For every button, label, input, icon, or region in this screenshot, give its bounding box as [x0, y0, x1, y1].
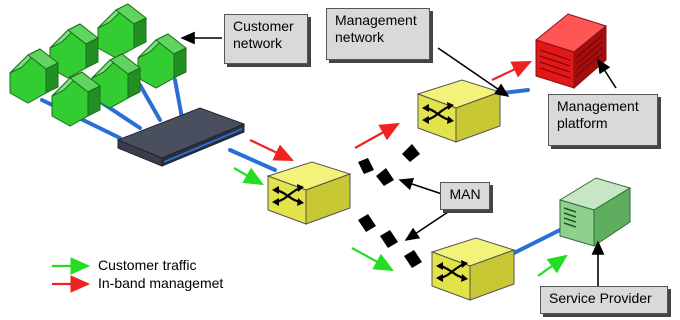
house-icon [51, 71, 101, 127]
link-router-to-switch [228, 148, 277, 172]
man-edge-switch-icon [266, 160, 352, 226]
man-link-markers [358, 144, 422, 268]
legend-arrows [52, 257, 91, 293]
man-label: MAN [440, 182, 490, 210]
management-platform-server-icon [534, 13, 608, 90]
platform-callout-arrow [597, 58, 617, 89]
customer-network-houses [9, 3, 187, 127]
man-callout-arrow-lower [404, 211, 449, 241]
link-provider-switch-to-server [506, 228, 562, 258]
man-callout-arrow-upper [398, 177, 443, 195]
access-router-icon [116, 107, 246, 167]
legend-customer-traffic-label: Customer traffic [98, 257, 197, 273]
mgmt-network-callout-arrow [437, 47, 510, 97]
customer-traffic-arrows [233, 167, 568, 277]
management-platform-label: Management platform [548, 94, 658, 146]
legend-inband-management-label: In-band managemet [98, 275, 224, 291]
service-provider-server-icon [558, 177, 632, 247]
service-provider-label: Service Provider [540, 286, 668, 314]
callout-arrows [180, 31, 617, 290]
service-provider-switch-icon [430, 236, 516, 302]
house-icon [9, 48, 59, 104]
management-switch-icon [416, 78, 502, 144]
customer-network-label: Customer network [224, 14, 308, 64]
house-icon [97, 3, 147, 59]
management-network-label: Management network [326, 8, 430, 60]
inband-management-arrows [249, 61, 532, 161]
